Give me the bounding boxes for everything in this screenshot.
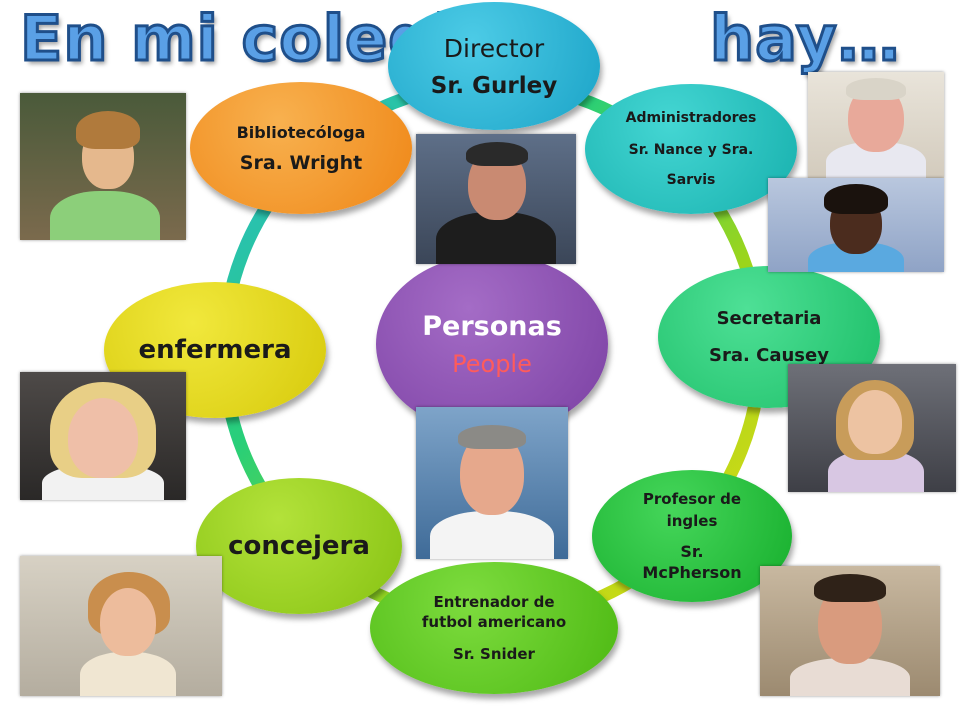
director-name: Sr. Gurley bbox=[430, 72, 558, 99]
photo-librarian bbox=[20, 93, 186, 240]
enfermera-role: enfermera bbox=[138, 335, 292, 365]
bibliotecologa-name: Sra. Wright bbox=[239, 151, 363, 174]
center-sublabel: People bbox=[452, 349, 532, 378]
bibliotecologa-role: Bibliotecóloga bbox=[236, 122, 366, 142]
profesor-role-line1: Profesor de bbox=[642, 490, 742, 508]
entrenador-name: Sr. Snider bbox=[453, 645, 535, 663]
profesor-name-line2: McPherson bbox=[642, 563, 742, 582]
secretaria-name: Sra. Causey bbox=[709, 345, 829, 366]
profesor-role-line2: ingles bbox=[666, 512, 718, 530]
administradores-name-line2: Sarvis bbox=[666, 172, 716, 188]
director-role: Director bbox=[443, 33, 545, 63]
entrenador-role-line2: futbol americano bbox=[421, 613, 567, 631]
photo-coach bbox=[416, 407, 568, 559]
node-profesor: Profesor de ingles Sr. McPherson bbox=[592, 470, 792, 602]
concejera-role: concejera bbox=[228, 531, 370, 561]
center-node: Personas People bbox=[376, 254, 608, 434]
administradores-name-line1: Sr. Nance y Sra. bbox=[628, 142, 754, 158]
profesor-name-line1: Sr. bbox=[680, 542, 704, 561]
title-right: hay… bbox=[708, 2, 901, 75]
photo-director bbox=[416, 134, 576, 264]
photo-administrator-woman bbox=[768, 178, 944, 272]
photo-secretary bbox=[788, 364, 956, 492]
photo-nurse bbox=[20, 372, 186, 500]
center-label: Personas bbox=[422, 310, 562, 342]
entrenador-role-line1: Entrenador de bbox=[433, 593, 555, 611]
node-administradores: Administradores Sr. Nance y Sra. Sarvis bbox=[585, 84, 797, 214]
node-secretaria: Secretaria Sra. Causey bbox=[658, 266, 880, 408]
photo-counselor bbox=[20, 556, 222, 696]
node-director: Director Sr. Gurley bbox=[388, 2, 600, 130]
photo-english-teacher bbox=[760, 566, 940, 696]
node-entrenador: Entrenador de futbol americano Sr. Snide… bbox=[370, 562, 618, 694]
administradores-role: Administradores bbox=[625, 110, 757, 126]
node-concejera: concejera bbox=[196, 478, 402, 614]
secretaria-role: Secretaria bbox=[716, 308, 822, 329]
node-bibliotecologa: Bibliotecóloga Sra. Wright bbox=[190, 82, 412, 214]
photo-administrator-man bbox=[808, 72, 944, 178]
